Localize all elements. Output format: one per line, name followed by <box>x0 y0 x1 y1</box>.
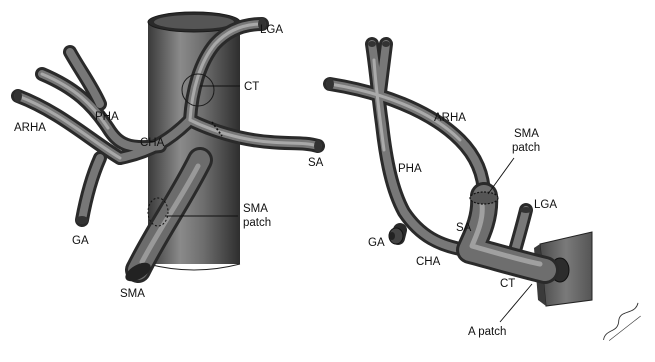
label-ct-right: CT <box>500 278 515 290</box>
label-ga-right: GA <box>368 237 385 249</box>
label-sma-patch-right-line2: patch <box>512 142 540 154</box>
right-vessels <box>326 41 545 270</box>
artist-signature <box>598 302 645 343</box>
right-leader-lines <box>488 158 532 322</box>
label-sma-patch-left-line2: patch <box>243 217 271 229</box>
label-ct-left: CT <box>244 81 259 93</box>
label-sma-left: SMA <box>120 288 145 300</box>
label-ga-left: GA <box>72 235 89 247</box>
label-arha-left: ARHA <box>14 122 46 134</box>
right-panel: ARHA SMA patch PHA LGA SA GA CHA CT A pa… <box>326 41 645 343</box>
left-panel: LGA CT PHA ARHA CHA SA SMA patch GA SMA <box>14 12 324 300</box>
label-sa-left: SA <box>308 157 324 169</box>
label-arha-right: ARHA <box>434 112 466 124</box>
label-pha-left: PHA <box>95 111 119 123</box>
label-cha-left: CHA <box>140 137 165 149</box>
label-sma-patch-right-line1: SMA <box>514 128 539 140</box>
label-sma-patch-left-line1: SMA <box>243 203 268 215</box>
label-lga-left: LGA <box>260 24 283 36</box>
sma-patch-anastomosis <box>470 192 498 204</box>
label-cha-right: CHA <box>416 256 441 268</box>
label-sa-right: SA <box>456 222 472 234</box>
label-a-patch-right: A patch <box>468 326 506 338</box>
label-lga-right: LGA <box>534 199 557 211</box>
label-pha-right: PHA <box>398 163 422 175</box>
